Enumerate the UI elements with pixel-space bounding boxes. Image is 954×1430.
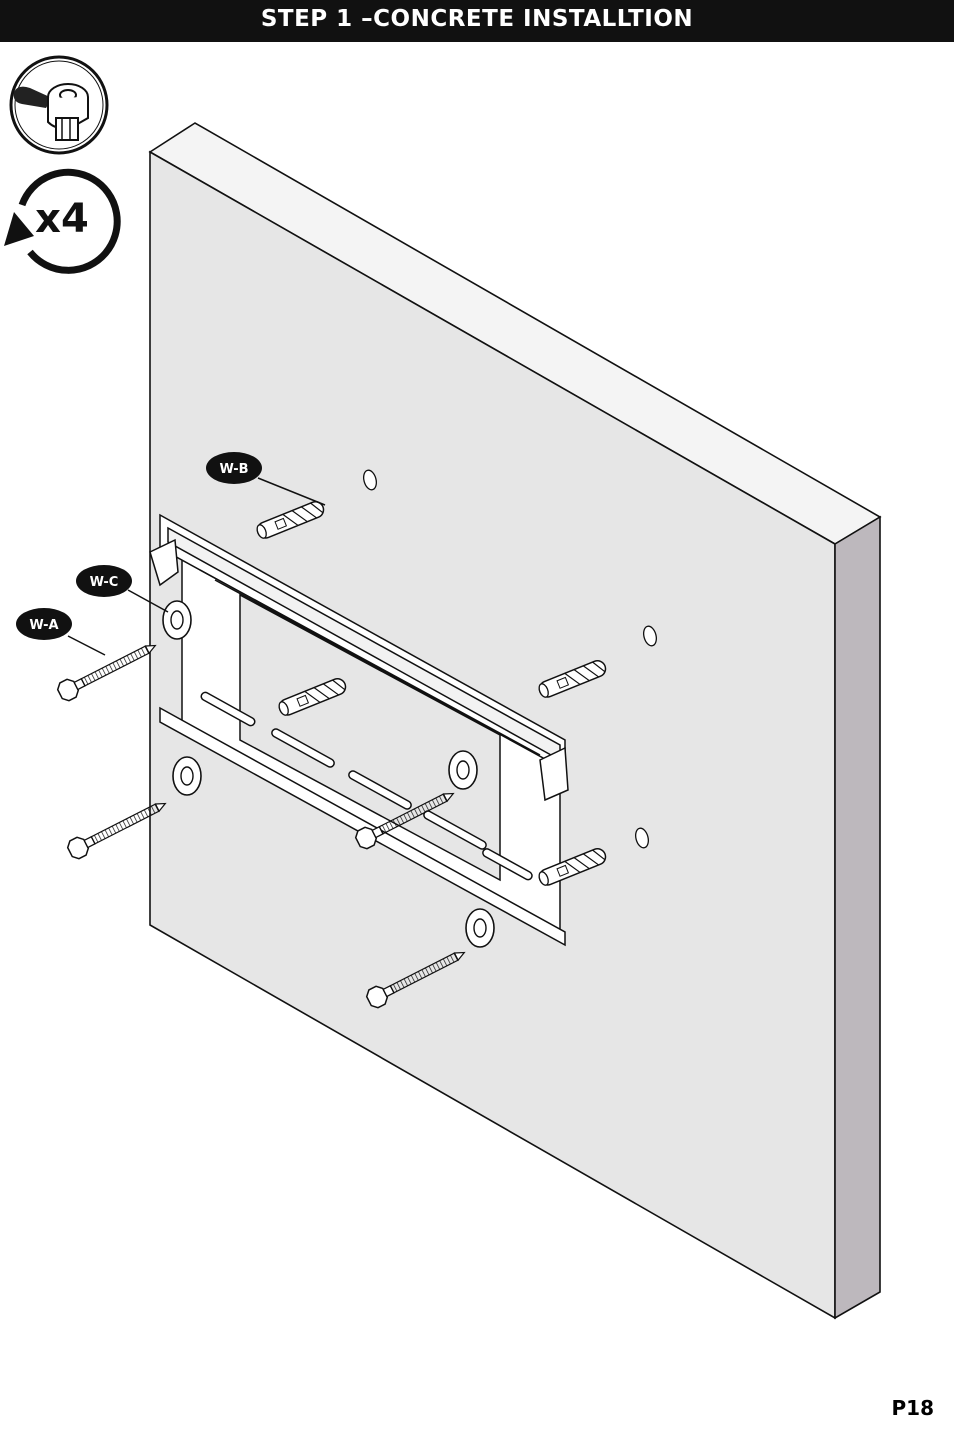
svg-text:W-A: W-A	[29, 618, 58, 633]
svg-text:x4: x4	[35, 196, 89, 242]
rotate-icon: x4	[4, 172, 117, 270]
callout-w-a: W-A	[16, 608, 105, 655]
installation-illustration: W-B W-C W-A x4	[0, 42, 954, 1382]
svg-text:W-C: W-C	[90, 575, 119, 590]
socket-wrench-icon	[11, 57, 107, 153]
page-header: STEP 1 –CONCRETE INSTALLTION	[0, 0, 954, 42]
step-title: STEP 1 –CONCRETE INSTALLTION	[261, 6, 693, 32]
svg-text:W-B: W-B	[219, 462, 248, 477]
page-number: P18	[892, 1396, 935, 1420]
